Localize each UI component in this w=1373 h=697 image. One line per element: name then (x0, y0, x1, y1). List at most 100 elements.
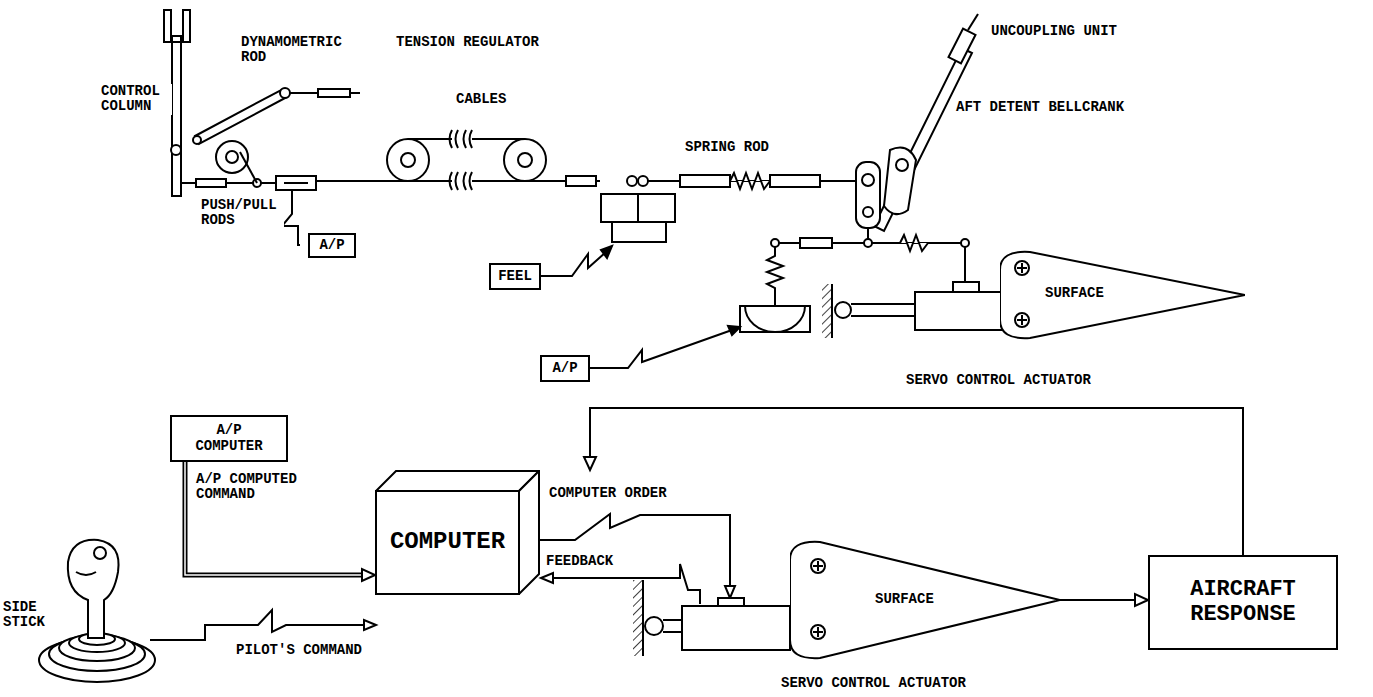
servo-actuator-top (835, 302, 851, 318)
part-label: SERVO CONTROL ACTUATOR (905, 373, 1092, 388)
part-label: DYNAMOMETRIC ROD (240, 35, 367, 66)
servo-actuator-top (953, 282, 979, 292)
signal-connector (1060, 594, 1148, 606)
servo-linkage (900, 235, 928, 251)
side-stick (94, 547, 106, 559)
autopilot-actuator (590, 330, 732, 368)
autopilot-box: A/P (540, 355, 590, 382)
uncoupling-unit (874, 14, 978, 231)
servo-actuator-top (851, 303, 915, 305)
feedback-line (541, 573, 553, 583)
computer-outline (376, 491, 519, 594)
control-column (164, 41, 190, 43)
dynamometric-rod (193, 136, 201, 144)
node-text: AIRCRAFT RESPONSE (1168, 578, 1318, 626)
servo-actuator-top (822, 284, 832, 338)
pilot-command-line (364, 620, 376, 630)
part-label: FEEDBACK (545, 554, 614, 569)
servo-actuator-bottom (682, 606, 790, 650)
node-text: COMPUTER (375, 529, 520, 555)
push-pull-rods (181, 176, 408, 190)
node-text: SURFACE (875, 592, 934, 607)
dynamometric-rod (195, 89, 287, 144)
part-label: UNCOUPLING UNIT (990, 24, 1118, 39)
part-label: SIDE STICK (2, 600, 46, 631)
side-stick (39, 540, 155, 682)
bolt (1015, 313, 1029, 327)
spring-rod (730, 173, 770, 189)
servo-linkage (771, 235, 969, 282)
feel-unit (601, 246, 612, 258)
autopilot-actuator (590, 247, 810, 368)
feel-unit (541, 176, 675, 276)
autopilot-link (282, 190, 300, 245)
connector-line (185, 462, 363, 575)
bolt (811, 625, 825, 639)
control-column (183, 10, 190, 42)
feel-box: FEEL (489, 263, 541, 290)
aft-detent-bellcrank (856, 162, 880, 243)
tension-regulator (408, 180, 452, 182)
feel-unit (638, 176, 648, 186)
uncoupling-unit (948, 29, 975, 64)
connector-line (590, 408, 1243, 555)
push-pull-rods (316, 180, 408, 182)
bolt (1017, 315, 1027, 325)
servo-actuator-bottom (645, 617, 663, 635)
autopilot-box: A/P (308, 233, 356, 258)
servo-actuator-bottom (663, 619, 682, 621)
control-surface: SURFACE (790, 540, 1060, 660)
servo-actuator-bottom (633, 580, 790, 656)
dynamometric-rod (280, 88, 290, 98)
servo-actuator-top (851, 315, 915, 317)
push-pull-rods (284, 182, 308, 184)
feel-unit (541, 252, 606, 276)
node-text: A/P (552, 361, 577, 376)
servo-actuator-top (915, 292, 1007, 330)
part-label: COMPUTER ORDER (548, 486, 668, 501)
autopilot-actuator (728, 326, 740, 335)
aft-detent-bellcrank (862, 174, 874, 186)
signal-connector (584, 408, 1243, 555)
feel-unit (601, 194, 638, 222)
push-pull-rods (196, 179, 226, 187)
autopilot-actuator (740, 306, 810, 332)
control-column (164, 10, 171, 42)
autopilot-actuator (745, 306, 805, 332)
tension-regulator (387, 139, 429, 181)
servo-actuator-top (822, 282, 1007, 338)
spring-rod (648, 173, 862, 189)
dynamometric-rod (240, 152, 257, 183)
feel-unit (627, 176, 637, 186)
servo-actuator-bottom (633, 580, 643, 656)
servo-linkage (800, 238, 832, 248)
servo-linkage (771, 239, 779, 247)
feel-unit (638, 194, 675, 222)
computer-outline (376, 471, 539, 491)
side-stick (68, 540, 119, 638)
uncoupling-unit (968, 14, 978, 30)
part-label: SPRING ROD (684, 140, 770, 155)
part-label: SERVO CONTROL ACTUATOR (780, 676, 967, 691)
arrow-head (1135, 594, 1148, 606)
dynamometric-rod (318, 89, 350, 97)
bolt (1015, 261, 1029, 275)
feel-unit (612, 222, 666, 242)
uncoupling-unit (896, 159, 908, 171)
part-label: PILOT'S COMMAND (235, 643, 363, 658)
servo-linkage (964, 247, 966, 282)
node-text: SURFACE (1045, 286, 1104, 301)
side-stick (76, 572, 96, 575)
node-text: FEEL (498, 269, 532, 284)
tension-regulator (450, 130, 473, 148)
pilot-command-line (150, 610, 368, 640)
feedback-line (548, 564, 700, 604)
uncoupling-unit (884, 148, 916, 215)
aircraft-response-box: AIRCRAFT RESPONSE (1148, 555, 1338, 650)
bolt (813, 627, 823, 637)
tension-regulator (472, 138, 525, 140)
servo-actuator-bottom (718, 598, 744, 606)
autopilot-link (282, 190, 300, 245)
control-surface: SURFACE (1000, 250, 1245, 340)
